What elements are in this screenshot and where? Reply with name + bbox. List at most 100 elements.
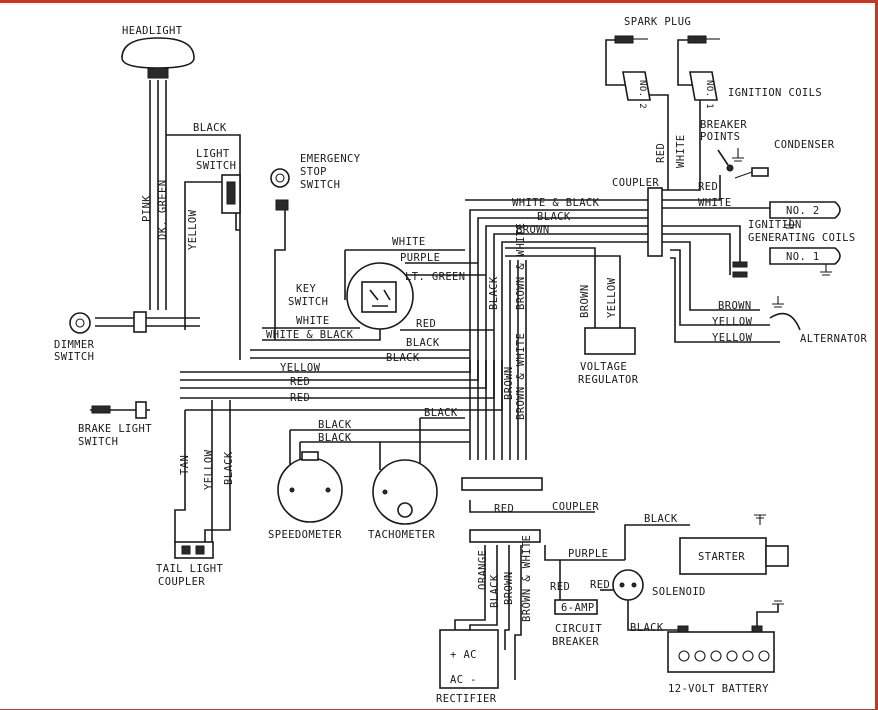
wire-label: WHITE	[698, 197, 732, 209]
wire-label: BLACK	[424, 407, 458, 419]
key-switch-icon	[346, 262, 414, 330]
speedometer-label: SPEEDOMETER	[268, 529, 342, 541]
dimmer-switch-icon	[69, 311, 147, 334]
coupler-top-label: COUPLER	[612, 177, 659, 189]
coupler-top-icon	[647, 187, 663, 257]
key-switch-label: KEY	[296, 283, 316, 295]
coil-2-label: NO. 2	[637, 80, 647, 109]
wire-label: BLACK	[406, 337, 440, 349]
tachometer-icon	[372, 459, 438, 525]
rectifier-icon	[439, 629, 499, 689]
solenoid-label: SOLENOID	[652, 586, 706, 598]
battery-icon	[667, 600, 784, 673]
tail-light-coupler-label-2: COUPLER	[158, 576, 205, 588]
solenoid-icon	[612, 569, 644, 601]
coupler-mid-icon	[461, 477, 543, 491]
circuit-breaker-label: CIRCUIT	[555, 623, 602, 635]
coil-1-label: NO. 1	[704, 80, 714, 109]
alternator-label: ALTERNATOR	[800, 333, 867, 345]
wire-label: WHITE	[296, 315, 330, 327]
coil-number-labels: NO. 2 NO. 1	[637, 80, 714, 109]
component-labels: HEADLIGHT LIGHT SWITCH EMERGENCY STOP SW…	[54, 16, 867, 705]
circuit-breaker-label-2: BREAKER	[552, 636, 599, 648]
light-switch-icon	[221, 174, 241, 214]
voltage-regulator-icon	[584, 327, 636, 355]
wire-label: BROWN	[718, 300, 752, 312]
wire-label: BLACK	[488, 276, 500, 310]
emergency-stop-switch-icon	[270, 168, 290, 211]
wire-label: BLACK	[223, 451, 235, 485]
wire-label: ORANGE	[477, 550, 489, 590]
wire-label: YELLOW	[203, 449, 215, 490]
wire-label: BROWN & WHITE	[521, 535, 533, 622]
starter-label: STARTER	[698, 551, 745, 563]
wire-label: YELLOW	[606, 277, 618, 318]
wire-label: BROWN	[503, 571, 515, 605]
wire-label: BROWN & WHITE	[515, 223, 527, 310]
wire-label: WHITE	[675, 134, 687, 168]
wire-label: YELLOW	[280, 362, 321, 374]
wire-label: WHITE & BLACK	[512, 197, 600, 209]
wire-label: YELLOW	[712, 316, 753, 328]
wire-label: BLACK	[318, 432, 352, 444]
wire-label: BLACK	[318, 419, 352, 431]
wire-label: LT. GREEN	[405, 271, 466, 283]
wire-label: RED	[416, 318, 436, 330]
wire-label: YELLOW	[712, 332, 753, 344]
wire-label: RED	[550, 581, 570, 593]
speedometer-icon	[277, 451, 343, 523]
coupler-lower-icon	[469, 529, 541, 543]
ignition-coils-label: IGNITION COILS	[728, 87, 822, 99]
wires	[90, 80, 791, 680]
generating-coil-icon	[732, 201, 841, 278]
rectifier-ac-minus-label: AC -	[450, 674, 477, 686]
light-switch-label: LIGHT	[196, 148, 230, 160]
wire-label: BLACK	[537, 211, 571, 223]
ignition-generating-coils-label: IGNITION	[748, 219, 802, 231]
headlight-label: HEADLIGHT	[122, 25, 183, 37]
voltage-regulator-label: VOLTAGE	[580, 361, 627, 373]
tachometer-label: TACHOMETER	[368, 529, 435, 541]
wire-label: BLACK	[193, 122, 227, 134]
wire-label: BROWN	[516, 224, 550, 236]
wire-label: BLACK	[644, 513, 678, 525]
ignition-generating-coils-label-2: GENERATING COILS	[748, 232, 856, 244]
rectifier-label: RECTIFIER	[436, 693, 497, 705]
gen-coil-2-label: NO. 2	[786, 205, 820, 217]
wire-label: BLACK	[630, 622, 664, 634]
ignition-coil-icon	[622, 71, 718, 101]
wire-label: PURPLE	[400, 252, 440, 264]
wire-label: PURPLE	[568, 548, 608, 560]
breaker-points-label-2: POINTS	[700, 131, 740, 143]
key-switch-label-2: SWITCH	[288, 296, 328, 308]
wire-label: RED	[494, 503, 514, 515]
light-switch-label-2: SWITCH	[196, 160, 236, 172]
wire-label: PINK	[141, 195, 153, 222]
wire-label: RED	[655, 143, 667, 163]
emergency-stop-label-2: STOP	[300, 166, 327, 178]
tail-light-coupler-label: TAIL LIGHT	[156, 563, 223, 575]
wire-label: BLACK	[489, 574, 501, 608]
wire-label: BLACK	[386, 352, 420, 364]
spark-plug-icon	[605, 35, 720, 86]
wire-label: BROWN	[579, 284, 591, 318]
wire-label: TAN	[179, 455, 191, 475]
wire-label: WHITE	[392, 236, 426, 248]
condenser-icon	[734, 167, 769, 179]
wire-label: BROWN	[503, 366, 515, 400]
emergency-stop-label-3: SWITCH	[300, 179, 340, 191]
condenser-label: CONDENSER	[774, 139, 835, 151]
tail-light-coupler-icon	[174, 541, 214, 559]
dimmer-switch-label-2: SWITCH	[54, 351, 94, 363]
brake-light-switch-label: BRAKE LIGHT	[78, 423, 152, 435]
dimmer-switch-label: DIMMER	[54, 339, 95, 351]
breaker-points-label: BREAKER	[700, 119, 747, 131]
battery-label: 12-VOLT BATTERY	[668, 683, 769, 695]
wire-label: RED	[290, 376, 310, 388]
wire-label: RED	[290, 392, 310, 404]
brake-light-switch-label-2: SWITCH	[78, 436, 118, 448]
voltage-regulator-label-2: REGULATOR	[578, 374, 639, 386]
circuit-breaker-icon	[554, 599, 598, 615]
emergency-stop-label: EMERGENCY	[300, 153, 361, 165]
